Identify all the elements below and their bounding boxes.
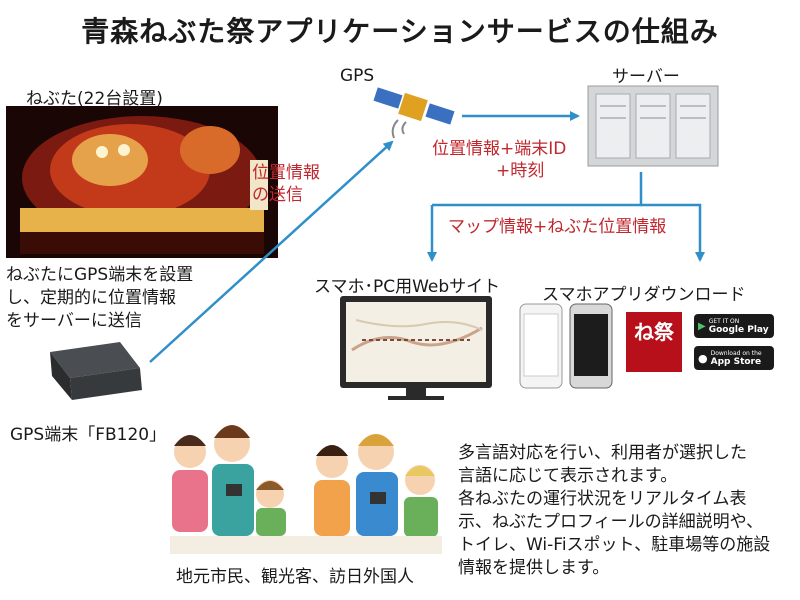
server-icon [587,85,719,167]
nebuta-photo [6,106,278,258]
app-icon-bg [626,312,682,372]
server-out-label: マップ情報+ねぶた位置情報 [448,217,667,237]
gps-device-icon [50,342,142,400]
users-label: 地元市民、観光客、訪日外国人 [176,567,414,587]
diagram-title: 青森ねぶた祭アプリケーションサービスの仕組み [81,15,719,48]
play-icon: ▶ [698,320,706,332]
gps-to-server-label-line2: +時刻 [496,161,545,181]
apple-icon: ● [698,351,708,365]
satellite-icon [373,87,455,139]
gps-to-server-label-line1: 位置情報+端末ID [432,139,567,159]
web-label: スマホ･PC用Webサイト [314,277,501,297]
people-illustration [170,425,442,554]
send-label-line2: の送信 [252,185,303,205]
app-icon-text: ね祭 [634,320,674,344]
send-label-line1: 位置情報 [252,163,320,183]
app-store-badge[interactable]: ● Download on the App Store [694,346,774,370]
monitor-icon [340,296,492,400]
gps-label: GPS [340,66,375,86]
app-label: スマホアプリダウンロード [542,285,746,305]
server-label: サーバー [612,67,680,87]
google-play-badge[interactable]: ▶ GET IT ON Google Play [694,314,774,338]
service-description: 多言語対応を行い、利用者が選択した 言語に応じて表示されます。 各ねぶたの運行状… [458,443,771,578]
device-name: GPS端末「FB120」 [10,425,167,445]
arrow-device-to-gps [149,140,394,363]
smartphone-white-icon [519,303,563,389]
smartphone-black-icon [569,303,613,389]
device-description: ねぶたにGPS端末を設置 し、定期的に位置情報 をサーバーに送信 [6,265,194,331]
nebuta-label: ねぶた(22台設置) [26,89,163,109]
arrow-to-app [641,203,705,262]
